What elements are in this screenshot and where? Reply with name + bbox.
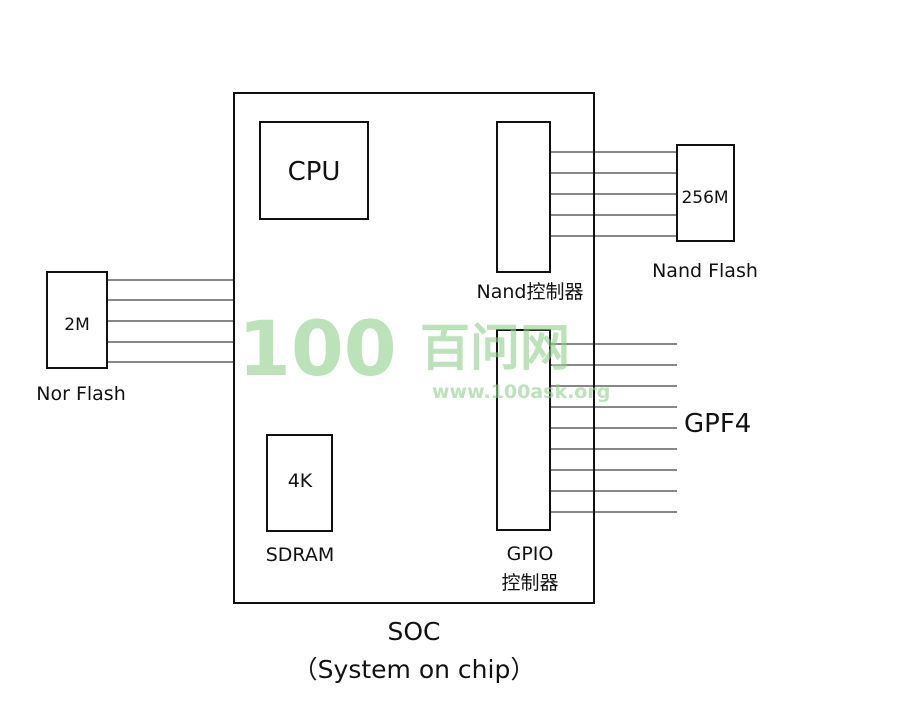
sdram-box (266, 434, 333, 532)
soc-subtitle: （System on chip） (293, 655, 536, 684)
soc-title: SOC (387, 617, 440, 646)
cpu-box (259, 121, 369, 220)
gpio-bus (550, 343, 677, 513)
nor-flash-box (46, 271, 108, 369)
nor-flash-bus (107, 279, 234, 363)
watermark: 100 百问网 www.100ask.org (238, 304, 610, 403)
gpio-controller-label-line2: 控制器 (501, 572, 558, 594)
nand-flash-box (676, 144, 735, 242)
nand-flash-label: Nand Flash (652, 260, 758, 282)
sdram-label: SDRAM (266, 544, 335, 566)
nand-controller-box (496, 121, 551, 273)
watermark-name: 百问网 (420, 319, 570, 377)
gpio-controller-box (496, 329, 551, 531)
nand-flash-size: 256M (681, 188, 728, 208)
gpf4-label: GPF4 (684, 409, 751, 439)
nand-controller-label: Nand控制器 (477, 281, 584, 303)
nor-flash-size: 2M (64, 315, 89, 335)
watermark-url: www.100ask.org (432, 381, 610, 403)
sdram-size: 4K (288, 470, 313, 492)
cpu-label: CPU (288, 157, 341, 187)
nand-flash-bus (550, 151, 677, 237)
watermark-logo: 100 (238, 304, 397, 393)
nor-flash-label: Nor Flash (36, 383, 125, 405)
gpio-controller-label-line1: GPIO (507, 543, 554, 565)
